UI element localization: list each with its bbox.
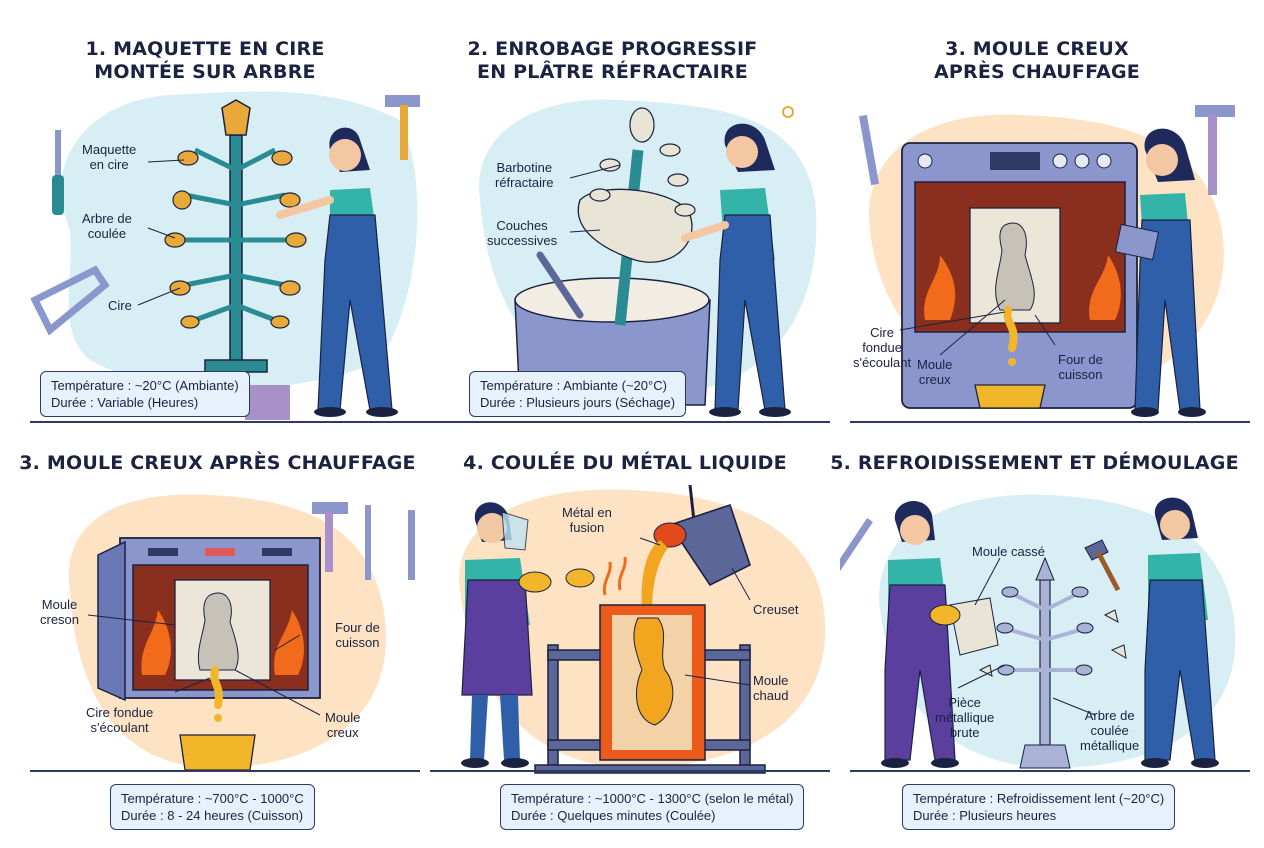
wrench-icon (858, 114, 880, 186)
floor-line (30, 421, 430, 423)
panel-6-cooling-demolding: 5. REFROIDISSEMENT ET DÉMOULAGE Moule ca… (830, 430, 1264, 848)
wrench-icon (840, 518, 873, 572)
floor-line (430, 770, 830, 772)
hammer-icon (385, 95, 420, 160)
screwdriver-icon (365, 505, 371, 580)
panel-title: 3. MOULE CREUX APRÈS CHAUFFAGE (19, 452, 416, 474)
info-box: Température : Ambiante (~20°C)Durée : Pl… (469, 371, 687, 417)
worker-figure (1084, 497, 1219, 768)
caliper-icon (30, 265, 110, 336)
worker-figure (461, 502, 595, 768)
info-box: Température : ~20°C (Ambiante)Durée : Va… (40, 371, 250, 417)
panel-title: 5. REFROIDISSEMENT ET DÉMOULAGE (830, 452, 1239, 474)
panel-6-illustration (840, 494, 1236, 769)
panel-5-illustration (459, 484, 826, 774)
wrench-icon (408, 510, 415, 580)
worker-figure (276, 127, 398, 417)
floor-line (430, 421, 830, 423)
worker-figure (881, 501, 961, 768)
info-box: Température : ~1000°C - 1300°C (selon le… (500, 784, 805, 830)
screwdriver-icon (52, 130, 64, 215)
panel-3-illustration (858, 105, 1235, 417)
crucible-icon (653, 484, 751, 587)
floor-line (850, 421, 1250, 423)
label-cire: Cire (108, 298, 132, 313)
label-creuset: Creuset (753, 602, 799, 617)
floor-line (850, 770, 1250, 772)
worker-figure (681, 123, 791, 417)
floor-line (30, 770, 420, 772)
panel-title: 4. COULÉE DU MÉTAL LIQUIDE (463, 452, 787, 474)
hammer-icon (312, 502, 348, 572)
hammer-icon (1195, 105, 1235, 195)
label-moule-casse: Moule cassé (972, 544, 1045, 559)
worker-figure (1114, 128, 1206, 417)
info-box: Température : Refroidissement lent (~20°… (902, 784, 1176, 830)
panel-4-illustration (68, 494, 415, 771)
panel-1-illustration (30, 91, 420, 420)
